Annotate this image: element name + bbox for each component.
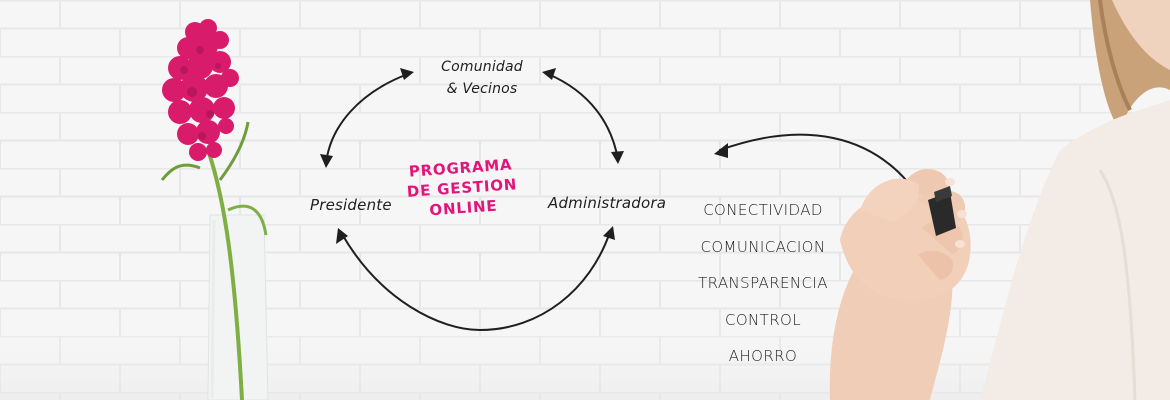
node-comunidad-line2: & Vecinos (446, 81, 518, 97)
center-title: PROGRAMA DE GESTION ONLINE (396, 154, 528, 223)
feature-item: CONECTIVIDAD (703, 201, 823, 219)
feature-item: CONTROL (724, 310, 802, 329)
feature-item: TRANSPARENCIA (698, 274, 828, 292)
feature-item: COMUNICACION (700, 237, 826, 256)
node-administradora: Administradora (548, 194, 667, 212)
hand-with-marker-image (829, 0, 1170, 400)
flower-vase-image (160, 19, 269, 400)
feature-item: AHORRO (728, 347, 798, 365)
node-comunidad-line1: Comunidad (441, 59, 523, 75)
node-comunidad: Comunidad & Vecinos (432, 56, 532, 100)
feature-list: CONECTIVIDAD COMUNICACION TRANSPARENCIA … (688, 192, 838, 375)
node-presidente: Presidente (310, 196, 392, 214)
